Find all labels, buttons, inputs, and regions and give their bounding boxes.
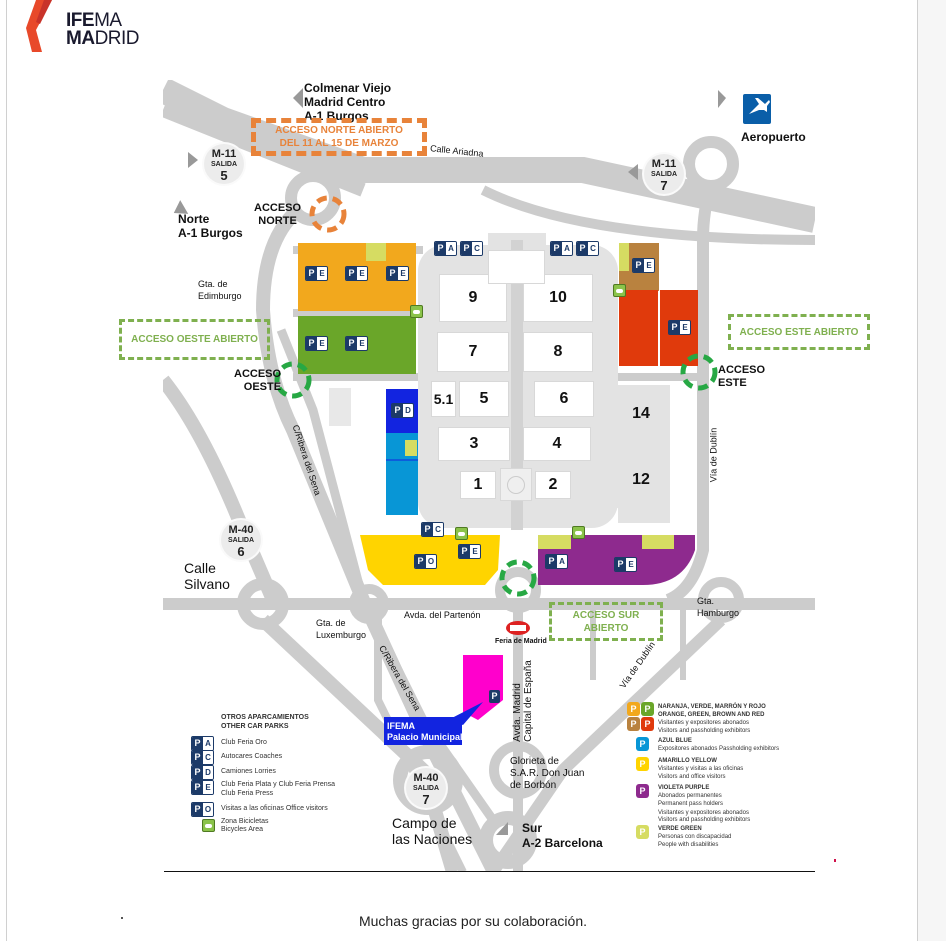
access-oeste-notice: ACCESO OESTE ABIERTO — [119, 319, 270, 360]
legend-bike-icon — [202, 819, 215, 832]
street-hamburgo: Gta.Hamburgo — [697, 596, 740, 618]
hall-2[interactable]: 2 — [535, 471, 571, 499]
legend-parking-colors: P P P P NARANJA, VERDE, MARRÓN Y ROJO OR… — [625, 700, 815, 860]
parking-badge-p: P — [489, 690, 500, 703]
legend-green-icon: P — [641, 702, 654, 716]
bike-area-icon — [455, 527, 468, 540]
access-este-circle — [680, 353, 718, 391]
legend-red-icon: P — [641, 717, 654, 731]
hall-7[interactable]: 7 — [437, 332, 509, 372]
ifema-logo: IFEMA MADRID — [22, 0, 140, 56]
stray-mark — [834, 859, 836, 862]
access-sur-circle — [499, 559, 537, 597]
metro-station-label: Feria de Madrid — [495, 638, 547, 645]
legend-brown-icon: P — [627, 717, 640, 731]
stray-dot — [121, 917, 123, 919]
access-oeste-circle — [274, 361, 312, 399]
hall-8[interactable]: 8 — [523, 332, 593, 372]
access-este-notice: ACCESO ESTE ABIERTO — [728, 314, 870, 350]
legend-orange-icon: P — [627, 702, 640, 716]
street-via-dublin: Vía de Dublín — [708, 427, 719, 483]
central-plaza — [500, 468, 532, 501]
bike-area-icon — [613, 284, 626, 297]
hall-12[interactable]: 12 — [616, 452, 666, 508]
parking-red — [619, 290, 658, 366]
bike-area-icon — [572, 526, 585, 539]
scrollbar-track[interactable] — [917, 0, 946, 941]
legend-light-green-icon: P — [636, 825, 649, 839]
access-norte-circle — [309, 195, 347, 233]
hall-annex — [488, 250, 545, 284]
footer-divider — [164, 871, 815, 872]
street-partenon: Avda. del Partenón — [404, 610, 481, 620]
thanks-message: Muchas gracias por su colaboración. — [358, 913, 587, 929]
hall-6[interactable]: 6 — [534, 381, 594, 417]
bike-area-icon — [410, 305, 423, 318]
parking-pink — [463, 655, 503, 720]
hall-3[interactable]: 3 — [438, 427, 510, 461]
logo-text: IFEMA MADRID — [66, 10, 140, 49]
legend-blue-icon: P — [636, 737, 649, 751]
legend-yellow-icon: P — [636, 757, 649, 771]
hall-4[interactable]: 4 — [523, 427, 591, 461]
hall-5[interactable]: 5 — [459, 381, 509, 417]
hall-1[interactable]: 1 — [460, 471, 496, 499]
logo-mark-icon — [26, 0, 52, 52]
hall-5-1[interactable]: 5.1 — [431, 381, 456, 417]
hall-14[interactable]: 14 — [616, 386, 666, 442]
left-border — [6, 0, 7, 941]
destination-airport: Aeropuerto — [741, 130, 806, 144]
legend-purple-icon: P — [636, 784, 649, 798]
